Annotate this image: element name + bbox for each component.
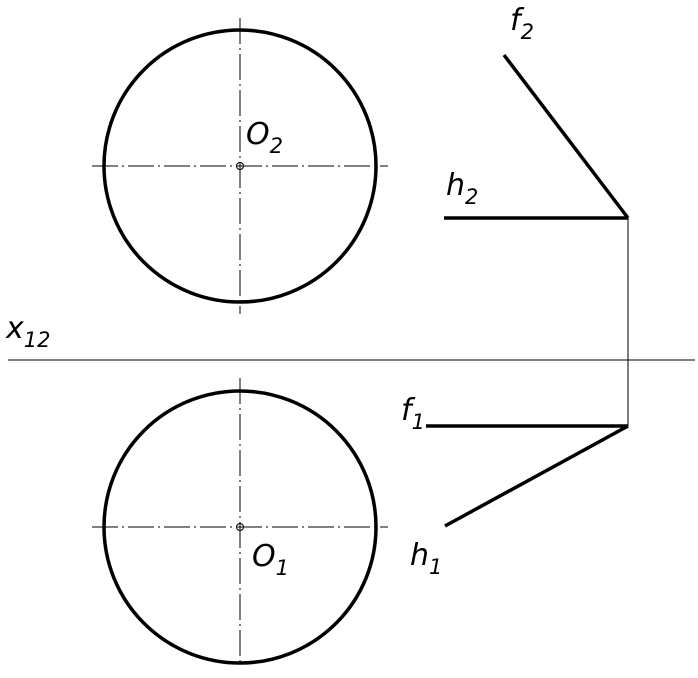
label-o1: O1 xyxy=(252,539,289,580)
center-point-o2 xyxy=(236,162,244,170)
label-h2: h2 xyxy=(446,168,478,209)
label-o2: O2 xyxy=(246,117,283,158)
trace-f2 xyxy=(502,53,630,220)
trace-h1 xyxy=(444,424,629,528)
label-f2: f2 xyxy=(510,3,534,44)
center-point-o1 xyxy=(236,523,244,531)
label-x12: x12 xyxy=(5,311,51,352)
label-f1: f1 xyxy=(401,393,425,434)
label-h1: h1 xyxy=(410,538,442,579)
